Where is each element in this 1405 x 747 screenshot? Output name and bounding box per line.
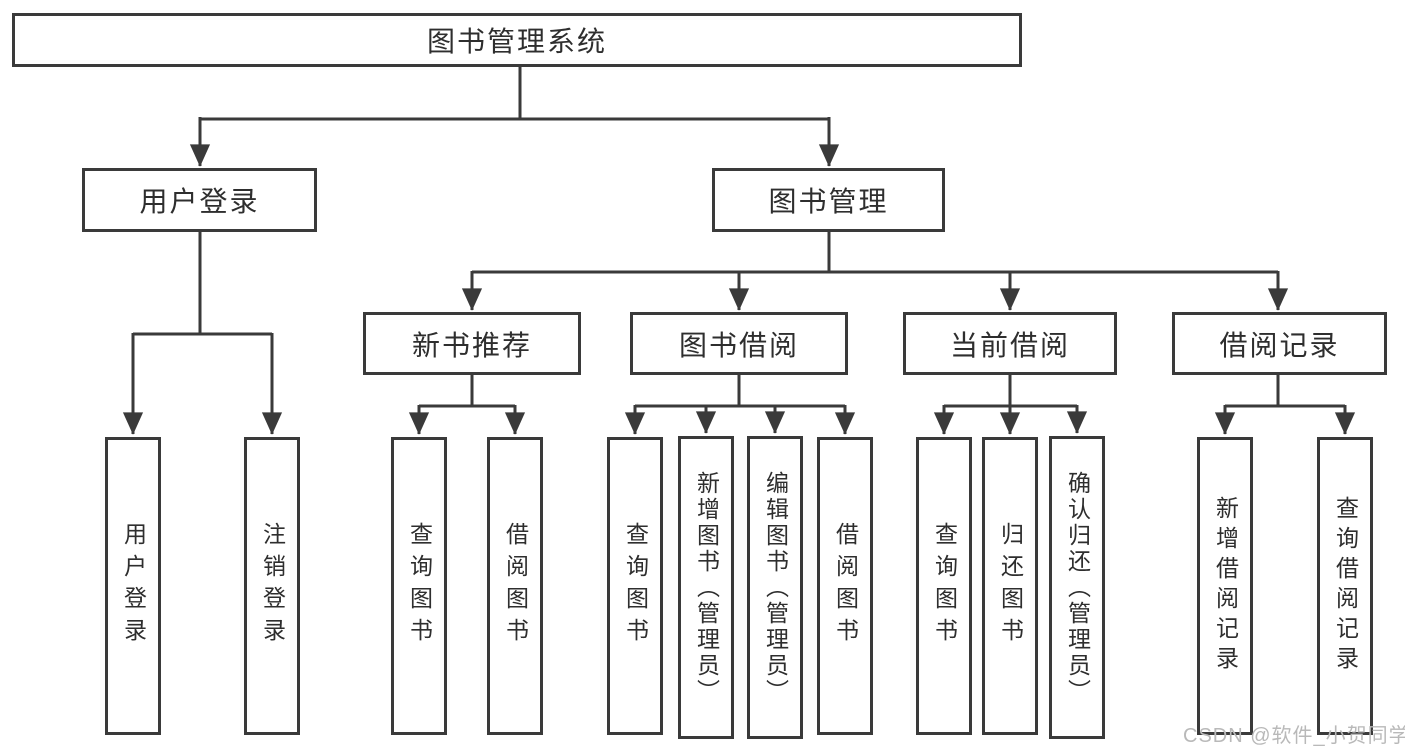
leaf-current-query-books-label: 查询图书 — [931, 522, 958, 650]
leaf-borrow-query-books: 查询图书 — [607, 437, 663, 735]
leaf-logout-label: 注销登录 — [259, 522, 286, 650]
leaf-user-login-label: 用户登录 — [120, 522, 147, 650]
leaf-add-borrow-record: 新增借阅记录 — [1197, 437, 1253, 735]
node-new-books: 新书推荐 — [363, 312, 581, 375]
leaf-return-book-label: 归还图书 — [997, 522, 1024, 650]
leaf-add-borrow-record-label: 新增借阅记录 — [1212, 496, 1239, 676]
leaf-borrow-query-books-label: 查询图书 — [622, 522, 649, 650]
leaf-add-book-admin: 新增图书（管理员） — [678, 436, 734, 739]
node-user-login-label: 用户登录 — [139, 186, 260, 217]
node-new-books-label: 新书推荐 — [411, 329, 532, 361]
node-book-mgmt-label: 图书管理 — [768, 186, 889, 217]
csdn-watermark: CSDN @软件_小贺同学 — [1183, 725, 1405, 747]
node-book-borrow: 图书借阅 — [630, 312, 848, 375]
node-current-borrow-label: 当前借阅 — [949, 329, 1070, 361]
leaf-borrow-borrow-books: 借阅图书 — [817, 437, 873, 735]
node-root: 图书管理系统 — [12, 13, 1022, 67]
leaf-return-book: 归还图书 — [982, 437, 1038, 735]
node-borrow-records-label: 借阅记录 — [1219, 329, 1340, 361]
leaf-query-borrow-record: 查询借阅记录 — [1317, 437, 1373, 735]
leaf-confirm-return-admin: 确认归还（管理员） — [1049, 436, 1105, 739]
leaf-user-login: 用户登录 — [105, 437, 161, 735]
leaf-edit-book-admin: 编辑图书（管理员） — [747, 436, 803, 739]
node-root-label: 图书管理系统 — [426, 26, 607, 57]
node-borrow-records: 借阅记录 — [1172, 312, 1387, 375]
node-book-mgmt: 图书管理 — [712, 168, 945, 232]
node-user-login: 用户登录 — [82, 168, 317, 232]
leaf-newbooks-borrow-books-label: 借阅图书 — [502, 522, 529, 650]
node-current-borrow: 当前借阅 — [903, 312, 1117, 375]
leaf-add-book-admin-label: 新增图书（管理员） — [693, 470, 720, 705]
leaf-borrow-borrow-books-label: 借阅图书 — [832, 522, 859, 650]
leaf-newbooks-query-books-label: 查询图书 — [406, 522, 433, 650]
leaf-newbooks-borrow-books: 借阅图书 — [487, 437, 543, 735]
leaf-query-borrow-record-label: 查询借阅记录 — [1332, 496, 1359, 676]
leaf-newbooks-query-books: 查询图书 — [391, 437, 447, 735]
leaf-edit-book-admin-label: 编辑图书（管理员） — [762, 470, 789, 705]
leaf-logout: 注销登录 — [244, 437, 300, 735]
node-book-borrow-label: 图书借阅 — [678, 329, 799, 361]
leaf-confirm-return-admin-label: 确认归还（管理员） — [1064, 470, 1091, 705]
leaf-current-query-books: 查询图书 — [916, 437, 972, 735]
